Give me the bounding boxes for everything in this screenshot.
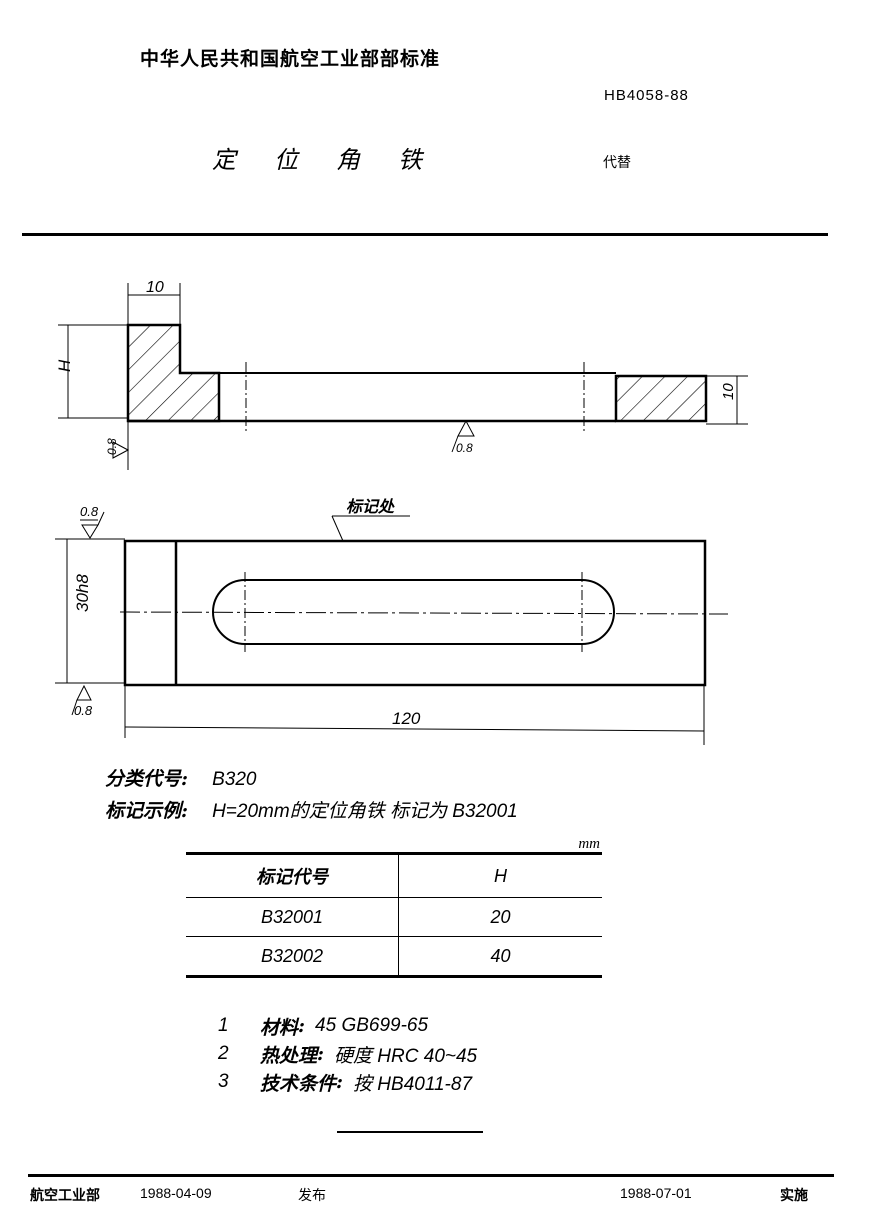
note-key: 热处理 [260,1044,318,1067]
dim-width: 30h8 [73,574,92,612]
note-value: 按 HB4011-87 [353,1073,473,1095]
technical-notes: 1 材料: 45 GB699-65 2 热处理: 硬度 HRC 40~45 3 … [218,1012,477,1096]
end-rule [337,1131,483,1133]
note-number: 2 [218,1043,229,1064]
standard-body-title: 中华人民共和国航空工业部部标准 [140,48,441,70]
table-cell-h: 20 [490,906,511,927]
standard-number: HB4058-88 [604,87,689,104]
note-number: 1 [218,1015,229,1036]
footer-effective-date: 1988-07-01 [620,1185,692,1201]
note-key: 材料 [260,1016,299,1039]
dim-length: 120 [392,709,421,728]
surface-finish-top-left: 0.8 [80,504,99,519]
footer-divider [28,1174,834,1177]
classification-value: B320 [212,769,257,790]
surface-finish-bottom-left: 0.8 [74,703,93,718]
note-item: 3 技术条件: 按 HB4011-87 [218,1068,477,1096]
note-value: 硬度 HRC 40~45 [334,1045,478,1067]
dim-right-thickness: 10 [720,383,737,400]
footer-issued-label: 发布 [298,1188,326,1204]
example-line: 标记示例: H=20mm的定位角铁 标记为 B32001 [105,800,518,822]
dim-height: H [55,359,74,372]
note-value: 45 GB699-65 [315,1015,429,1036]
note-item: 1 材料: 45 GB699-65 [218,1012,477,1040]
marking-location-label: 标记处 [346,497,395,516]
table-row: B32001 20 [186,898,602,937]
table-row: B32002 40 [186,937,602,978]
header-divider [22,233,828,236]
technical-drawing: 10 H 10 0.8 0.8 0.8 标记处 30h8 0.8 120 [55,279,748,745]
front-view [58,283,748,470]
document-title: 定位角铁 [212,140,460,175]
table-header-h: H [494,865,507,886]
spec-table: mm 标记代号 H B32001 20 B32002 40 [186,836,602,978]
footer-issuer: 航空工业部 [30,1188,100,1204]
title-char: 铁 [398,146,422,174]
dim-top-width: 10 [146,279,164,296]
title-char: 角 [336,146,360,174]
classification-line: 分类代号: B320 [105,768,257,790]
footer-issue-date: 1988-04-09 [140,1185,212,1201]
note-number: 3 [218,1071,229,1092]
table-unit: mm [578,836,600,852]
title-char: 位 [274,146,298,174]
replaces-label: 代替 [603,155,631,171]
example-label: 标记示例 [105,800,182,822]
classification-label: 分类代号 [105,768,182,790]
table-header-code: 标记代号 [186,855,399,897]
surface-finish-bottom: 0.8 [456,441,473,455]
note-item: 2 热处理: 硬度 HRC 40~45 [218,1040,477,1068]
top-view [55,511,729,745]
table-header-row: 标记代号 H [186,852,602,898]
title-char: 定 [212,146,236,174]
table-cell-h: 40 [490,945,511,966]
footer-effective-label: 实施 [780,1188,808,1204]
note-key: 技术条件 [260,1072,337,1095]
table-cell-code: B32002 [186,937,399,975]
surface-finish-left: 0.8 [105,438,119,455]
example-value: H=20mm的定位角铁 标记为 B32001 [212,801,518,822]
table-cell-code: B32001 [186,898,399,936]
